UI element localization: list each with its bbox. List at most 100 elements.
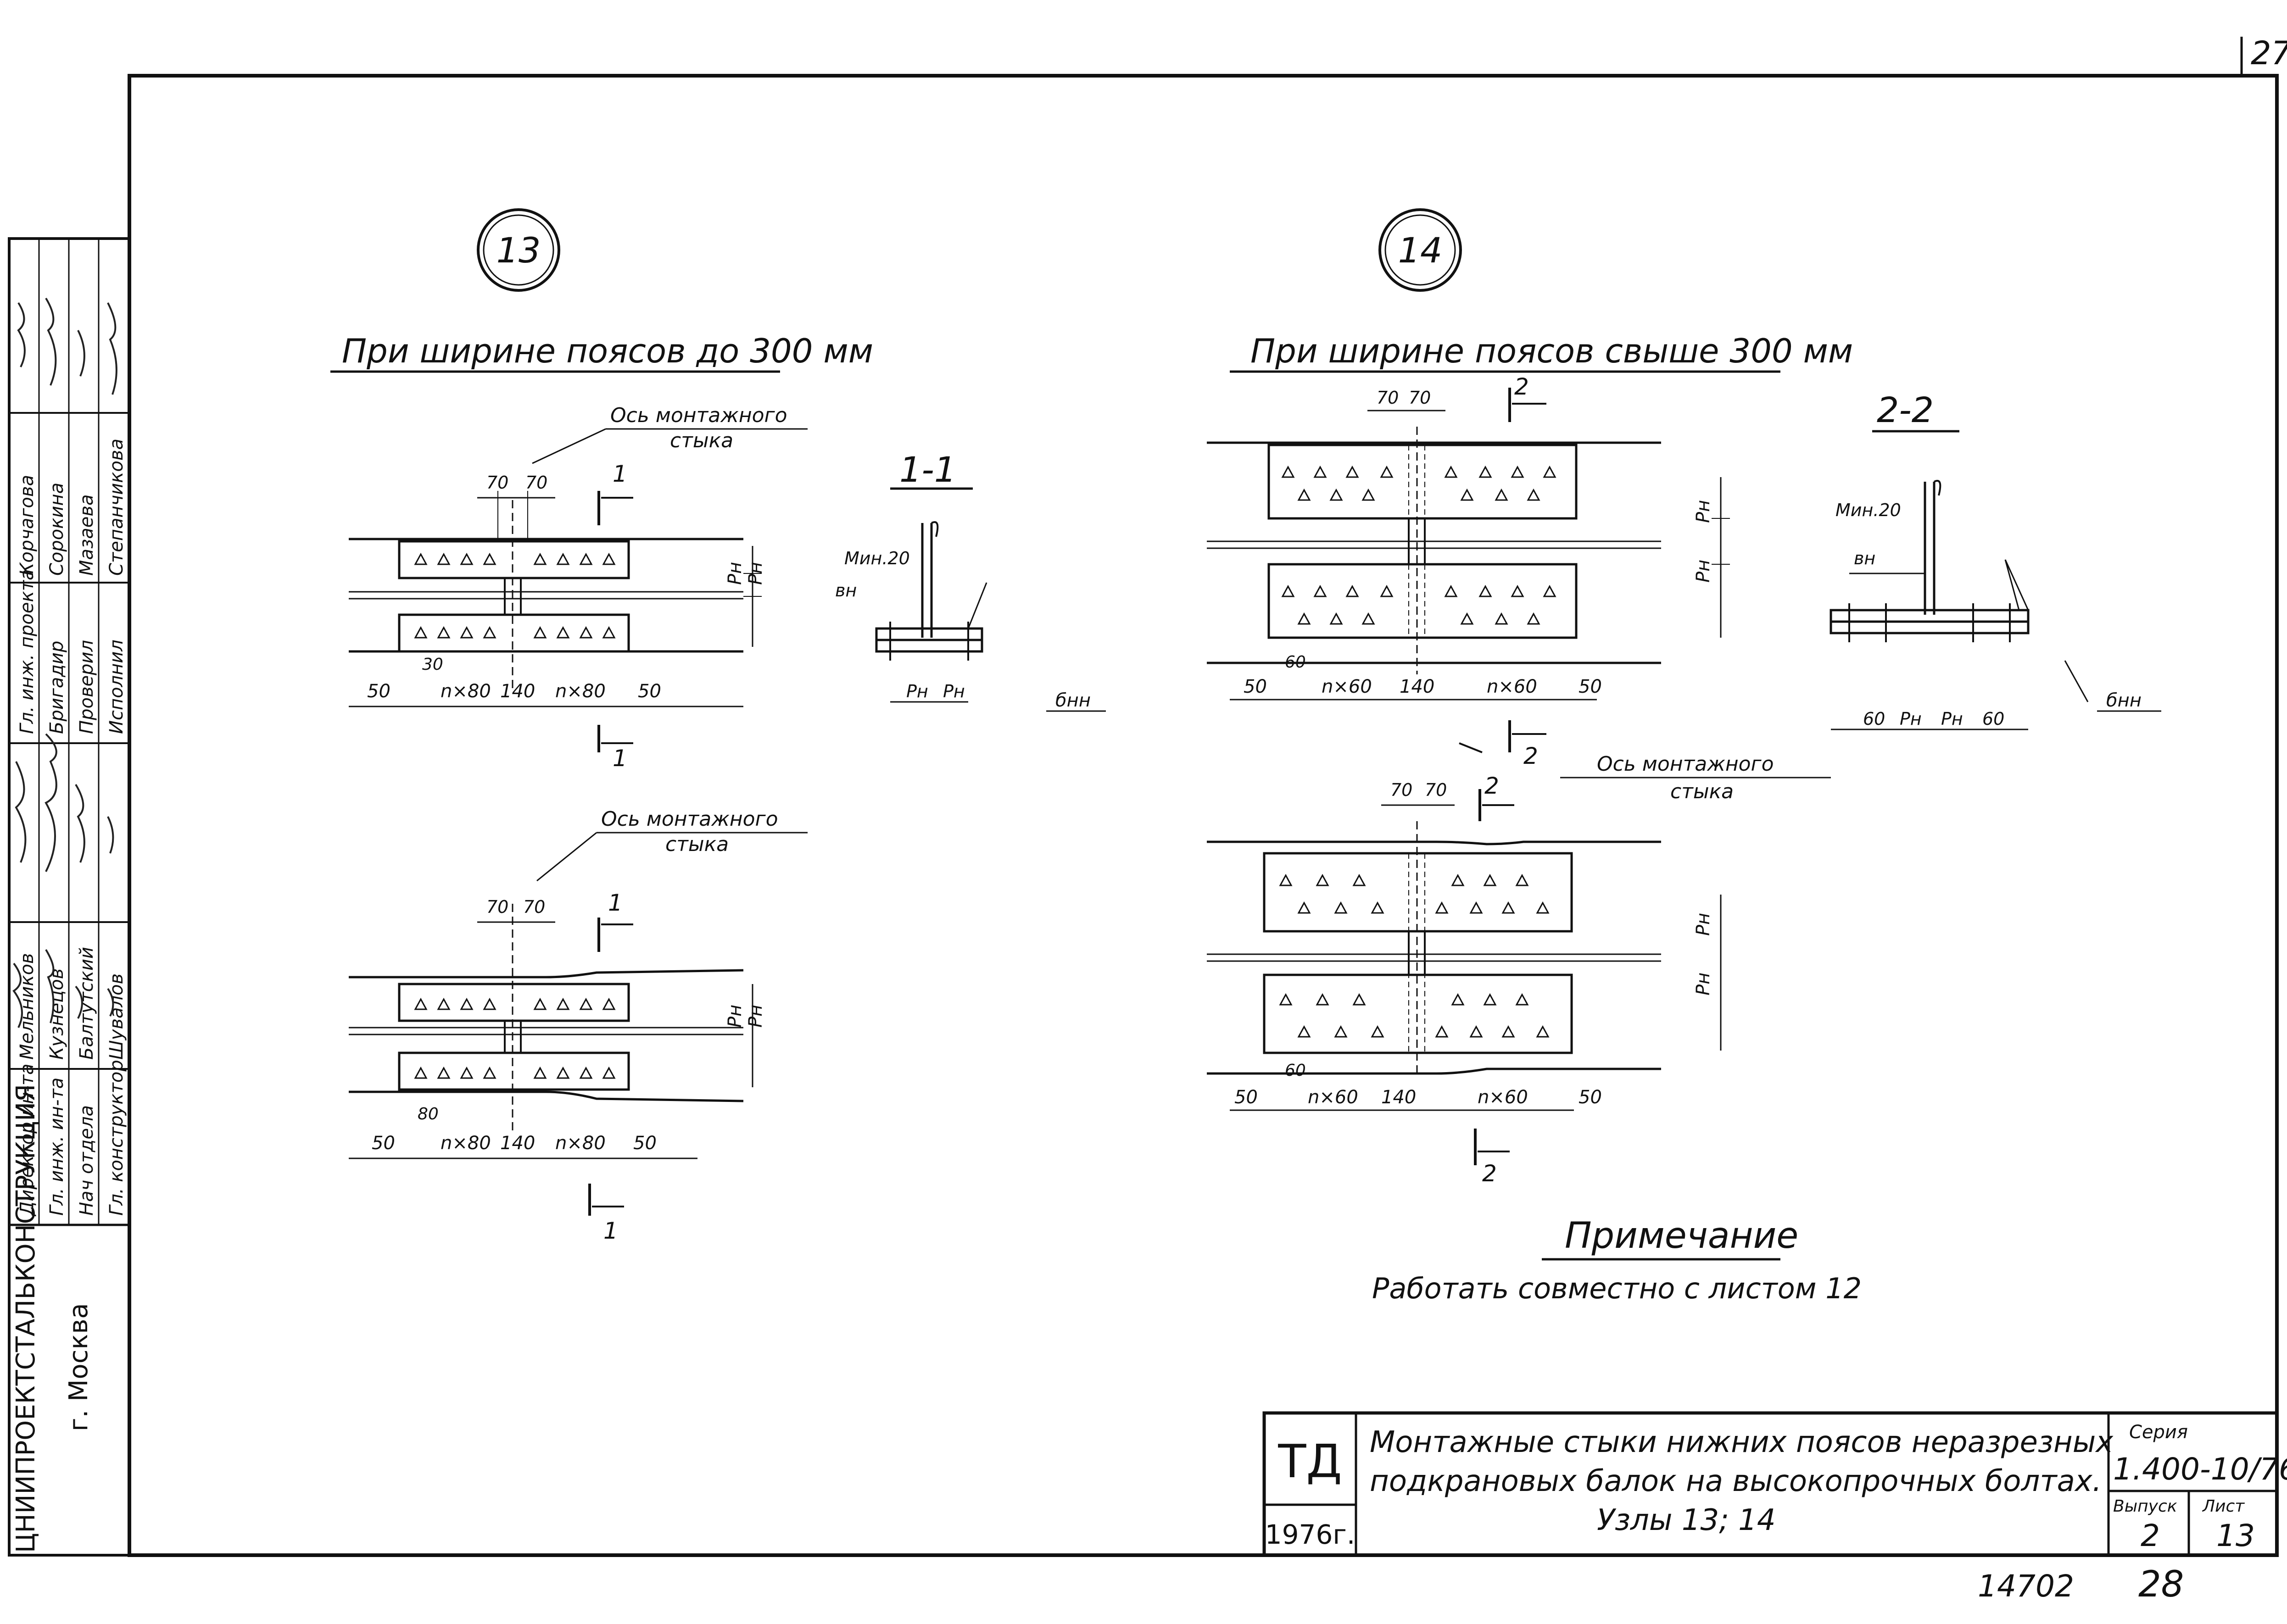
node-14-bolts-upper: [1281, 465, 1556, 625]
node-14-p-label-c: Pн: [1693, 913, 1714, 936]
section-2-2-min-label: Мин.20: [1835, 500, 1901, 520]
node-14-section-mark-bottom-b: 2: [1482, 1160, 1497, 1187]
node-14-marker: 14: [1398, 230, 1443, 271]
node-14-dim-70a: 70: [1377, 388, 1399, 408]
section-2-2-b-label: вн: [1854, 548, 1875, 568]
node-13-dim-140b: 140: [500, 1133, 535, 1154]
node-13: 13 При ширине поясов до 300 мм Ось монта…: [330, 208, 1106, 1244]
node-14-heading: При ширине поясов свыше 300 мм: [1250, 332, 1853, 370]
node-13-dim-30: 30: [422, 655, 443, 674]
sheet-frame: [128, 74, 2279, 1557]
node-13-section-mark-bottom-b: 1: [603, 1218, 618, 1244]
node-13-plan-lower: Ось монтажного стыка 70 70 1 1 Pн: [349, 807, 808, 1244]
footer-page: 28: [2138, 1564, 2184, 1605]
node-13-dim-80: 80: [418, 1105, 439, 1123]
node-13-dim-nx80b: n×80: [555, 681, 606, 702]
role-project-engineer: Гл. инж. проекта: [17, 569, 38, 734]
series-value: 1.400-10/76: [2113, 1452, 2287, 1487]
node-13-p-label-d: Pн: [745, 1005, 766, 1028]
name-shuvalov: Шувалов: [106, 973, 127, 1060]
node-14-dim-60a: 60: [1285, 653, 1306, 672]
role-chief-designer: Гл. конструктор: [106, 1060, 127, 1216]
signatures: [12, 297, 117, 1028]
node-14: 14 При ширине поясов свыше 300 мм 70 70 …: [1207, 208, 2161, 1187]
node-14-p-label-d: Pн: [1693, 973, 1714, 996]
sheet-label: Лист: [2202, 1497, 2245, 1516]
node-13-marker-circle: [477, 208, 560, 292]
node-14-p-label-a: Pн: [1693, 500, 1714, 523]
node-14-dim-60b: 60: [1285, 1061, 1306, 1080]
node-13-dim-70c: 70: [486, 897, 508, 917]
role-executed: Исполнил: [106, 640, 127, 734]
node-13-dim-nx80d: n×80: [555, 1133, 606, 1154]
sidebar-stamp: ЦНИИПРОЕКТСТАЛЬКОНСТРУКЦИЯ г. Москва Дир…: [8, 237, 131, 1557]
title-year: 1976г.: [1265, 1519, 1355, 1550]
role-dept-head: Нач отдела: [76, 1105, 97, 1216]
section-2-2-dim-60a: 60: [1863, 709, 1885, 729]
node-13-dim-50d: 50: [633, 1133, 657, 1154]
title-block: ТД 1976г. Монтажные стыки нижних поясов …: [1262, 1411, 2287, 1557]
node-13-dim-70d: 70: [523, 897, 545, 917]
section-2-2-dim-pa: Pн: [1900, 709, 1922, 729]
section-2-2-dim-pb: Pн: [1941, 709, 1963, 729]
issue-label: Выпуск: [2113, 1497, 2177, 1516]
node-14-dim-nx60a: n×60: [1322, 676, 1372, 697]
node-14-axis-label-line2: стыка: [1670, 780, 1734, 803]
corner-number: 27: [2251, 34, 2287, 72]
name-melnikov: Мельников: [17, 953, 38, 1060]
title-line-3: Узлы 13; 14: [1597, 1503, 1776, 1537]
node-14-plan-upper: 70 70 2 Pн Pн 50 60 n×60 140: [1207, 373, 1831, 803]
name-sorokina: Сорокина: [46, 483, 67, 576]
name-baltutsky: Балтутский: [76, 947, 97, 1060]
title-td: ТД: [1277, 1435, 1342, 1488]
section-1-1-min-label: Мин.20: [844, 548, 910, 568]
role-brigadier: Бригадир: [46, 641, 67, 734]
node-13-section-mark-top-b: 1: [608, 890, 623, 916]
name-mazaeva: Мазаева: [76, 495, 97, 576]
series-label: Серия: [2129, 1422, 2188, 1443]
name-korchagova: Корчагова: [17, 475, 38, 576]
node-13-dim-nx80c: n×80: [441, 1133, 491, 1154]
section-1-1-bnn-label: бнн: [1055, 690, 1091, 711]
node-13-bolts-lower: [414, 997, 616, 1079]
node-13-dim-70b: 70: [525, 473, 547, 493]
section-2-2: 2-2 Мин.20 вн 60 Pн Pн 60 бнн: [1830, 389, 2161, 730]
section-2-2-dim-60b: 60: [1982, 709, 2004, 729]
node-14-dim-70d: 70: [1425, 780, 1447, 800]
node-14-dim-nx60d: n×60: [1478, 1087, 1528, 1108]
section-1-1: 1-1 Мин.20 вн Pн Pн бнн: [835, 449, 1106, 712]
node-13-axis-label-line1-b: Ось монтажного: [601, 807, 778, 831]
title-line-2: подкрановых балок на высокопрочных болта…: [1370, 1464, 2102, 1498]
node-13-p-label-b: Pн: [745, 562, 766, 585]
node-13-marker: 13: [496, 230, 541, 271]
node-13-dim-70a: 70: [486, 473, 508, 493]
note-text: Работать совместно с листом 12: [1372, 1272, 1862, 1305]
node-13-axis-label-line1: Ось монтажного: [610, 404, 787, 427]
node-14-dim-50c: 50: [1234, 1087, 1258, 1108]
node-14-dim-nx60b: n×60: [1487, 676, 1537, 697]
section-1-1-p-b: Pн: [943, 681, 965, 701]
node-13-plan-upper: Ось монтажного стыка 70 70 1: [349, 404, 808, 772]
node-14-section-mark-bottom: 2: [1523, 743, 1538, 769]
node-14-bolts-lower: [1279, 873, 1550, 1038]
node-14-dim-140b: 140: [1381, 1087, 1416, 1108]
node-14-dim-50d: 50: [1579, 1087, 1602, 1108]
node-13-p-label-a: Pн: [725, 562, 746, 585]
org-city: г. Москва: [64, 1303, 94, 1431]
node-13-axis-label-line2: стыка: [670, 429, 733, 452]
node-14-marker-circle: [1378, 208, 1462, 292]
node-13-heading: При ширине поясов до 300 мм: [342, 332, 873, 370]
node-14-p-label-b: Pн: [1693, 560, 1714, 583]
node-14-section-mark-top: 2: [1514, 373, 1529, 400]
node-14-dim-140a: 140: [1400, 676, 1434, 697]
sheet-value: 13: [2216, 1518, 2255, 1553]
node-14-axis-label-line1: Ось монтажного: [1597, 752, 1774, 776]
role-director: Директор ин-та: [17, 1063, 38, 1217]
node-13-dim-50a: 50: [367, 681, 390, 702]
footer-inventory: 14702: [1978, 1568, 2074, 1604]
role-chief-engineer: Гл. инж. ин-та: [46, 1078, 67, 1216]
node-13-bolts-upper: [414, 552, 616, 639]
note-title: Примечание: [1565, 1215, 1798, 1257]
node-14-dim-50a: 50: [1244, 676, 1267, 697]
